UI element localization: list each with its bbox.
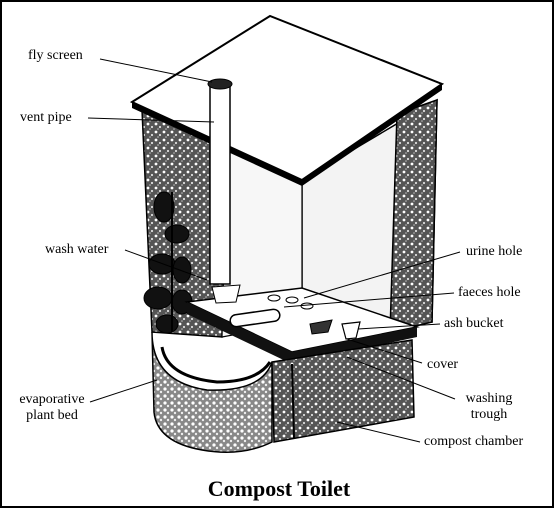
washing-trough-label: washing trough <box>454 391 524 423</box>
faeces-hole <box>229 308 281 328</box>
vent-pipe <box>209 83 231 285</box>
compost-chamber-label: compost chamber <box>424 434 524 449</box>
right-wall-edge <box>389 98 438 333</box>
washing-trough-line2: trough <box>470 407 508 422</box>
cover-label: cover <box>427 357 459 372</box>
wash-basin <box>211 284 241 304</box>
washing-trough-line1: washing <box>465 391 513 406</box>
diagram-title: Compost Toilet <box>207 476 351 501</box>
leader-lines <box>87 58 461 443</box>
urine-hole <box>285 296 299 304</box>
wash-water-label: wash water <box>45 242 109 257</box>
fly-screen-cap <box>207 78 233 90</box>
evaporative-plant-bed-line1: evaporative <box>19 392 85 407</box>
faeces-hole-label: faeces hole <box>458 285 521 300</box>
evaporative-plant-bed-line2: plant bed <box>26 408 78 423</box>
roof-edge-right <box>302 84 442 186</box>
plant-bed <box>151 331 273 453</box>
evaporative-plant-bed-label: evaporative plant bed <box>12 392 92 424</box>
ash-bucket-label: ash bucket <box>444 316 504 331</box>
ash-bucket <box>341 321 361 340</box>
urine-hole-label: urine hole <box>466 244 523 259</box>
compost-chamber <box>271 339 415 443</box>
fly-screen-label: fly screen <box>28 48 83 63</box>
faeces-cover <box>309 319 333 335</box>
vent-pipe-label: vent pipe <box>20 110 72 125</box>
